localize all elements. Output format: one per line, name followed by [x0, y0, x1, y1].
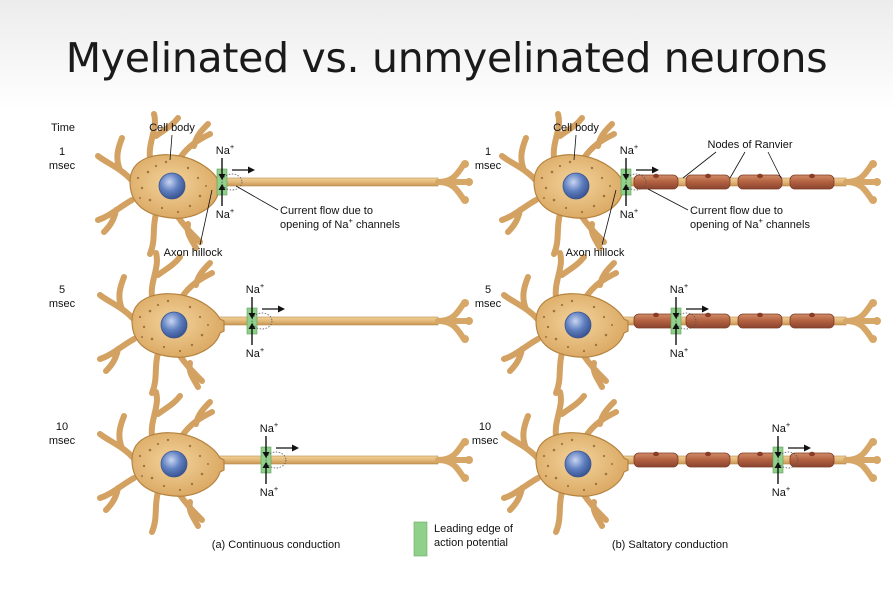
current-flow-label: Current flow due to: [690, 205, 783, 217]
myelinated-neuron: [504, 253, 881, 393]
axon-hillock-label: Axon hillock: [566, 247, 625, 259]
leading-edge-marker: Na+ Na+: [246, 281, 285, 360]
current-flow-label: Current flow due to: [280, 205, 373, 217]
cell-body: [502, 114, 626, 254]
na-label-top: Na+: [260, 420, 279, 435]
time-value: 10: [56, 421, 68, 433]
time-unit: msec: [49, 435, 76, 447]
myelinated-neuron: [504, 392, 881, 532]
leading-edge-marker: Na+ Na+: [260, 420, 299, 499]
na-label-top: Na+: [670, 281, 689, 296]
time-heading: Time: [51, 122, 75, 134]
axon-terminal: [846, 299, 881, 343]
myelin-sheath: [737, 173, 783, 190]
myelinated-neuron: [502, 114, 881, 254]
axon-terminal: [846, 160, 881, 204]
axon-terminal: [438, 438, 473, 482]
na-label-bottom: Na+: [670, 345, 689, 360]
axon: [213, 177, 439, 187]
na-label-bottom: Na+: [246, 345, 265, 360]
cell-body: [504, 253, 628, 393]
na-label-top: Na+: [620, 142, 639, 157]
caption-a: (a) Continuous conduction: [212, 539, 340, 551]
time-value: 5: [59, 284, 65, 296]
na-label-bottom: Na+: [772, 484, 791, 499]
leading-edge-marker: Na+ Na+: [216, 142, 255, 221]
myelin-sheath: [789, 451, 835, 468]
na-label-bottom: Na+: [620, 206, 639, 221]
unmyelinated-neuron: [100, 253, 473, 393]
axon-terminal: [846, 438, 881, 482]
legend-line1: Leading edge of: [434, 523, 514, 535]
leading-edge-marker: Na+ Na+: [772, 420, 811, 499]
axon: [215, 455, 439, 465]
time-unit: msec: [475, 160, 502, 172]
na-label-top: Na+: [246, 281, 265, 296]
myelin-sheath: [685, 451, 731, 468]
slide-title: Myelinated vs. unmyelinated neurons: [65, 34, 828, 82]
myelin-sheath: [633, 451, 679, 468]
na-label-bottom: Na+: [260, 484, 279, 499]
unmyelinated-neuron: [100, 392, 473, 532]
cell-body: [100, 253, 224, 393]
cell-body: [98, 114, 222, 254]
current-flow-label: opening of Na+ channels: [280, 216, 400, 231]
time-unit: msec: [49, 298, 76, 310]
time-value: 5: [485, 284, 491, 296]
legend-line2: action potential: [434, 537, 508, 549]
axon-terminal: [438, 160, 473, 204]
current-flow-label: opening of Na+ channels: [690, 216, 810, 231]
time-value: 1: [485, 146, 491, 158]
myelin-sheath: [633, 173, 679, 190]
cell-body: [100, 392, 224, 532]
axon-terminal: [438, 299, 473, 343]
nodes-of-ranvier-label: Nodes of Ranvier: [708, 139, 793, 151]
na-label-top: Na+: [772, 420, 791, 435]
leading-edge-marker: Na+ Na+: [670, 281, 709, 360]
na-label-top: Na+: [216, 142, 235, 157]
cell-body: [504, 392, 628, 532]
time-value: 10: [479, 421, 491, 433]
cell-body-label: Cell body: [149, 122, 195, 134]
myelin-sheath: [685, 173, 731, 190]
myelin-sheath: [789, 312, 835, 329]
unmyelinated-neuron: [98, 114, 473, 254]
na-label-bottom: Na+: [216, 206, 235, 221]
legend-swatch: [413, 521, 428, 557]
myelin-sheath: [789, 173, 835, 190]
leading-edge-marker: Na+ Na+: [620, 142, 659, 221]
time-value: 1: [59, 146, 65, 158]
myelin-sheath: [737, 312, 783, 329]
time-unit: msec: [475, 298, 502, 310]
cell-body-label: Cell body: [553, 122, 599, 134]
time-unit: msec: [472, 435, 499, 447]
time-unit: msec: [49, 160, 76, 172]
caption-b: (b) Saltatory conduction: [612, 539, 728, 551]
axon-hillock-label: Axon hillock: [164, 247, 223, 259]
